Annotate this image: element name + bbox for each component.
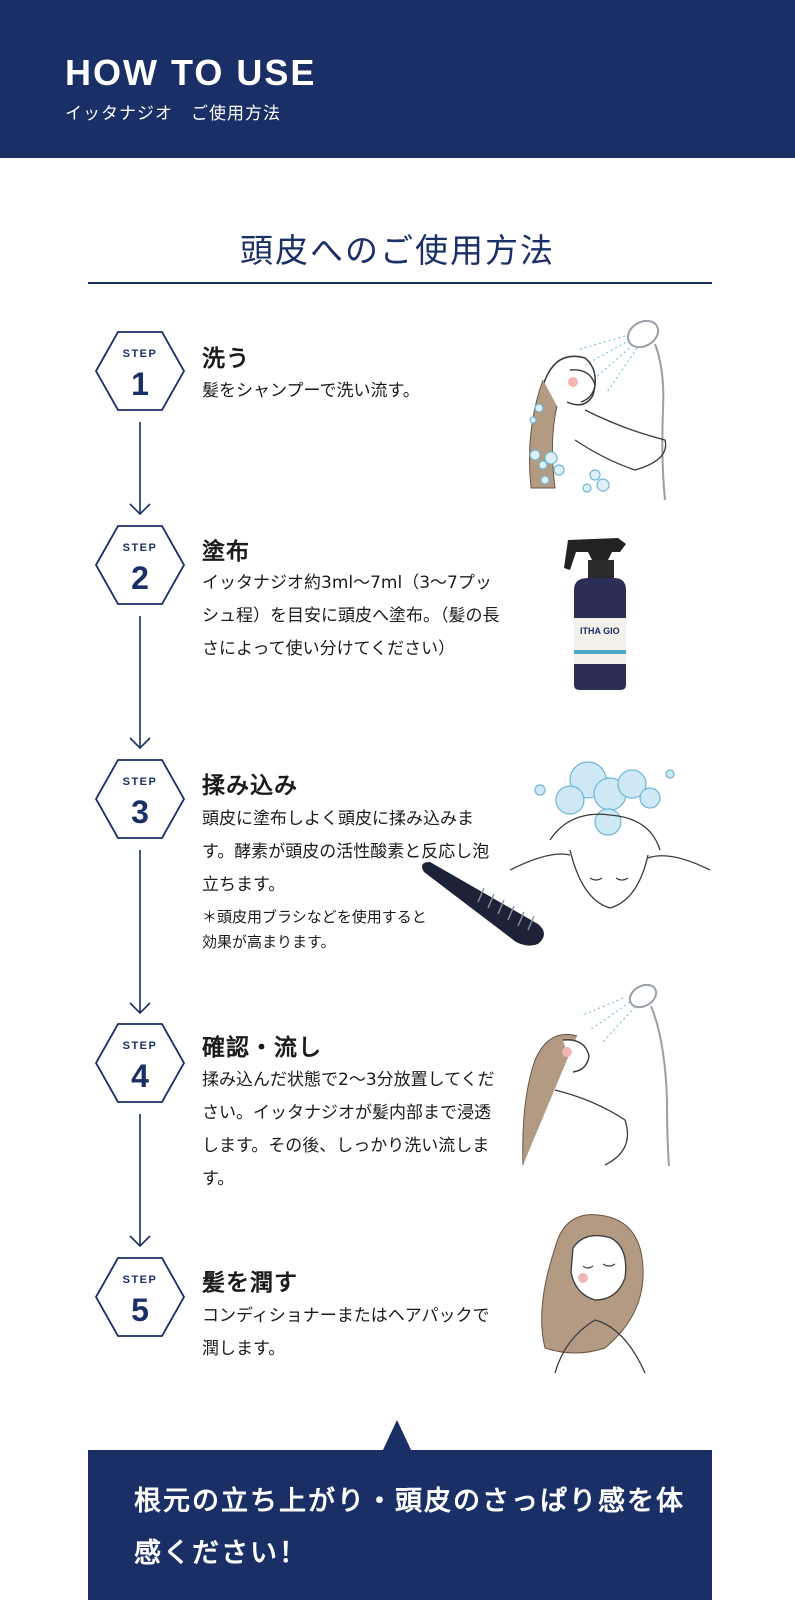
arrow-down-icon (129, 503, 151, 516)
scalp-lather-illustration (510, 761, 710, 909)
step-badge-label: STEP (123, 348, 158, 360)
step-badge-label: STEP (123, 542, 158, 554)
step-badge-hexagon (94, 525, 186, 605)
product-label: ITHA GIO (580, 626, 620, 636)
step-badge-hexagon (94, 1023, 186, 1103)
product-bottle-image: ITHA GIO (564, 538, 626, 690)
step-4-title: 確認・流し (202, 1035, 322, 1061)
step-badge-number: 1 (131, 366, 149, 402)
arrow-down-icon (129, 1002, 151, 1015)
step-3-note: ＊頭皮用ブラシなどを使用すると効果が高まります。 (202, 908, 427, 951)
header-title: HOW TO USE (65, 52, 317, 93)
step-1-title: 洗う (202, 346, 250, 372)
section-title: 頭皮へのご使用方法 (240, 231, 555, 270)
header-subtitle: イッタナジオ ご使用方法 (65, 104, 281, 124)
step-badge-label: STEP (123, 776, 158, 788)
section-divider (88, 282, 712, 284)
step-badge-number: 5 (131, 1292, 149, 1328)
step-badge-hexagon (94, 1257, 186, 1337)
scalp-brush-image (422, 862, 544, 946)
step-badge-label: STEP (123, 1040, 158, 1052)
step-5-title: 髪を潤す (202, 1270, 298, 1296)
step-badge-number: 4 (131, 1058, 149, 1094)
step-1-description: 髪をシャンプーで洗い流す。 (202, 381, 420, 401)
banner-text: 根元の立ち上がり・頭皮のさっぱり感を体感ください！ (134, 1486, 685, 1569)
arrow-down-icon (129, 737, 151, 750)
step-3-title: 揉み込み (202, 773, 298, 799)
step-badge-hexagon (94, 759, 186, 839)
step-4-description: 揉み込んだ状態で2〜3分放置してください。イッタナジオが髪内部まで浸透します。そ… (202, 1070, 495, 1189)
step-2-description: イッタナジオ約3ml〜7ml（3〜7プッシュ程）を目安に頭皮へ塗布。（髪の長さに… (202, 573, 500, 659)
step-2-title: 塗布 (202, 539, 250, 565)
banner-pointer-icon (382, 1420, 412, 1452)
header-banner: HOW TO USE イッタナジオ ご使用方法 (0, 0, 795, 158)
step-badge-label: STEP (123, 1274, 158, 1286)
shower-washing-illustration (529, 319, 667, 501)
step-5-description: コンディショナーまたはヘアパックで潤します。 (202, 1306, 490, 1359)
rinsing-illustration (522, 983, 670, 1167)
step-badge-number: 3 (131, 794, 149, 830)
moisturized-hair-illustration (541, 1214, 646, 1374)
arrow-down-icon (129, 1235, 151, 1248)
step-badge-number: 2 (131, 560, 149, 596)
step-badge-hexagon (94, 331, 186, 411)
step-3-description: 頭皮に塗布しよく頭皮に揉み込みます。酵素が頭皮の活性酸素と反応し泡立ちます。 (202, 809, 490, 895)
bottom-banner: 根元の立ち上がり・頭皮のさっぱり感を体感ください！ (88, 1450, 712, 1600)
